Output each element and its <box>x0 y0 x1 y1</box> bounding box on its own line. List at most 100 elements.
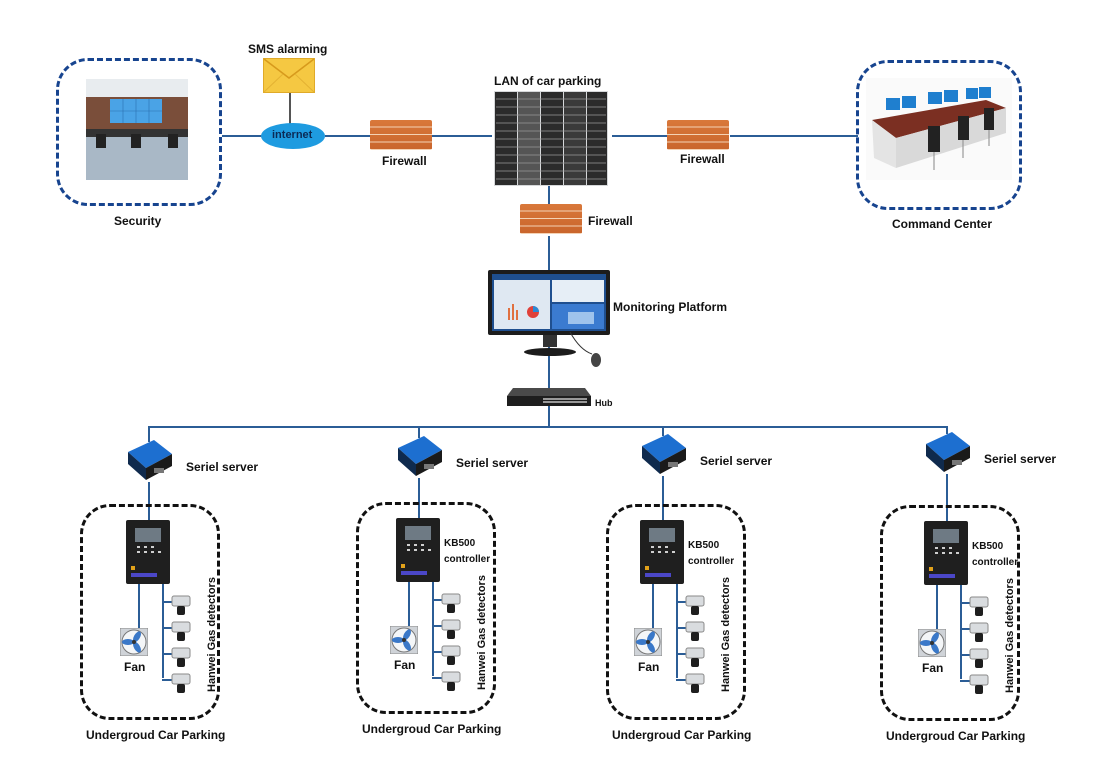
link-bus-serial <box>148 426 150 442</box>
detector-trunk <box>960 585 962 679</box>
envelope-icon <box>263 58 315 98</box>
gas-detector-icon <box>170 620 192 647</box>
gas-detector-icon <box>440 670 462 697</box>
detector-trunk <box>432 582 434 676</box>
detector-branch <box>676 601 686 603</box>
gas-detector-icon <box>170 672 192 699</box>
link-hub-bus <box>548 405 550 427</box>
internet-cloud <box>260 122 326 155</box>
parking-zone-border <box>606 504 746 720</box>
detector-trunk <box>162 584 164 678</box>
kb500-controller-icon <box>924 521 968 590</box>
link-internet-firewall <box>325 135 370 137</box>
fan-icon <box>389 625 419 659</box>
gas-detector-icon <box>684 594 706 621</box>
serial-server-icon <box>638 432 688 481</box>
zone-label: Undergroud Car Parking <box>86 728 226 742</box>
hub-icon <box>507 388 591 411</box>
link-serial-controller <box>662 476 664 520</box>
link-serial-controller <box>418 478 420 518</box>
fan-label: Fan <box>124 660 146 674</box>
zone-label: Undergroud Car Parking <box>612 728 752 742</box>
detector-branch <box>162 601 172 603</box>
link-controller-fan <box>936 585 938 629</box>
link-firewall-command <box>730 135 858 137</box>
detector-branch <box>676 653 686 655</box>
security-room-image <box>86 79 188 180</box>
detector-branch <box>162 653 172 655</box>
detector-branch <box>162 627 172 629</box>
link-monitor-hub <box>548 340 550 388</box>
firewall-right-icon <box>667 120 729 150</box>
link-firewall-monitor <box>548 236 550 270</box>
parking-zone-border <box>880 505 1020 721</box>
controller-sub-label: controller <box>688 556 735 567</box>
security-label: Security <box>114 214 162 228</box>
link-sms-internet <box>289 92 291 124</box>
link-lan-firewall <box>612 135 667 137</box>
hub-label: Hub <box>595 398 613 408</box>
detector-branch <box>432 625 442 627</box>
lan-label: LAN of car parking <box>494 74 602 88</box>
link-firewall-lan <box>432 135 492 137</box>
controller-label: KB500 <box>688 540 720 551</box>
firewall-center-label: Firewall <box>588 214 633 228</box>
hub-bus <box>148 426 946 428</box>
gas-detector-icon <box>440 644 462 671</box>
gas-detector-icon <box>684 672 706 699</box>
link-serial-controller <box>148 482 150 520</box>
link-controller-fan <box>408 582 410 626</box>
detector-branch <box>432 599 442 601</box>
sms-label: SMS alarming <box>248 42 328 56</box>
internet-label: internet <box>272 129 313 141</box>
gas-detector-icon <box>440 618 462 645</box>
detector-branch <box>676 679 686 681</box>
detector-branch <box>676 627 686 629</box>
detector-branch <box>960 628 970 630</box>
link-controller-fan <box>652 584 654 628</box>
gas-detector-icon <box>684 620 706 647</box>
firewall-right-label: Firewall <box>680 152 725 166</box>
fan-icon <box>119 627 149 661</box>
server-rack-icon <box>494 91 608 191</box>
serial-server-icon <box>394 434 444 483</box>
link-serial-controller <box>946 474 948 521</box>
kb500-controller-icon <box>126 520 170 589</box>
command-center-label: Command Center <box>892 217 993 231</box>
link-bus-serial <box>946 426 948 434</box>
detector-branch <box>432 677 442 679</box>
link-bus-serial <box>662 426 664 436</box>
detector-branch <box>960 602 970 604</box>
firewall-center-icon <box>520 204 582 234</box>
link-bus-serial <box>418 426 420 438</box>
controller-sub-label: controller <box>972 557 1019 568</box>
gas-detector-icon <box>968 595 990 622</box>
fan-label: Fan <box>638 660 660 674</box>
fan-label: Fan <box>922 661 944 675</box>
detector-branch <box>960 654 970 656</box>
gas-detector-icon <box>968 673 990 700</box>
detector-trunk <box>676 584 678 678</box>
link-controller-fan <box>138 584 140 628</box>
monitoring-label: Monitoring Platform <box>613 300 727 314</box>
serial-server-label: Seriel server <box>984 452 1057 466</box>
detectors-label: Hanwei Gas detectors <box>720 577 732 692</box>
serial-server-icon <box>922 430 972 479</box>
link-security-internet <box>222 135 262 137</box>
kb500-controller-icon <box>396 518 440 587</box>
gas-detector-icon <box>440 592 462 619</box>
command-center-image <box>866 78 1012 180</box>
monitor-icon <box>488 270 613 375</box>
gas-detector-icon <box>968 621 990 648</box>
fan-label: Fan <box>394 658 416 672</box>
detectors-label: Hanwei Gas detectors <box>476 575 488 690</box>
firewall-left-label: Firewall <box>382 154 427 168</box>
detectors-label: Hanwei Gas detectors <box>1004 578 1016 693</box>
serial-server-icon <box>124 438 174 487</box>
zone-label: Undergroud Car Parking <box>886 729 1026 743</box>
command-center-zone <box>856 60 1022 210</box>
fan-icon <box>917 628 947 662</box>
serial-server-label: Seriel server <box>186 460 259 474</box>
controller-label: KB500 <box>444 538 476 549</box>
